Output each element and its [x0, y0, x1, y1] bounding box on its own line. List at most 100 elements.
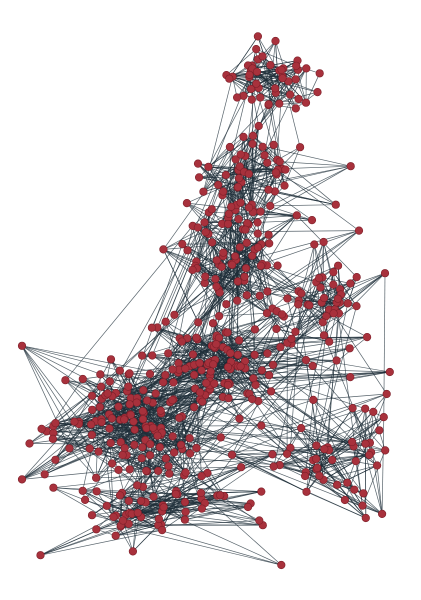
graph-node	[260, 151, 269, 160]
graph-node	[276, 343, 285, 352]
graph-edge	[231, 454, 383, 515]
graph-edge	[257, 36, 276, 89]
graph-node	[118, 450, 127, 460]
graph-node	[280, 181, 289, 190]
graph-node	[188, 265, 197, 275]
graph-edge	[174, 223, 229, 315]
graph-node	[318, 318, 327, 327]
graph-node	[235, 414, 244, 423]
graph-node	[236, 198, 245, 207]
graph-node	[159, 378, 168, 387]
graph-edge	[270, 165, 351, 207]
graph-node	[181, 507, 190, 517]
graph-node	[37, 424, 46, 434]
graph-node	[275, 157, 284, 166]
graph-node	[106, 355, 116, 364]
graph-node	[297, 424, 306, 433]
graph-edge	[266, 162, 360, 231]
graph-edge	[124, 392, 201, 449]
graph-node	[137, 496, 146, 506]
graph-node	[207, 205, 216, 214]
graph-node	[332, 356, 341, 365]
graph-node	[269, 462, 278, 471]
graph-node	[297, 289, 306, 298]
graph-node	[36, 551, 45, 560]
graph-node	[329, 268, 338, 277]
graph-node	[103, 389, 112, 398]
graph-edge	[197, 322, 229, 386]
graph-edge	[275, 172, 336, 206]
graph-edge	[203, 76, 233, 192]
graph-node	[155, 443, 164, 452]
graph-node	[137, 454, 146, 463]
graph-node	[118, 516, 128, 525]
graph-node	[235, 162, 244, 171]
graph-edge	[274, 191, 336, 206]
graph-node	[346, 279, 355, 288]
graph-node	[320, 293, 329, 303]
graph-node	[219, 187, 228, 196]
graph-node	[272, 324, 281, 334]
graph-edge	[243, 171, 313, 221]
graph-node	[369, 407, 378, 417]
graph-node	[291, 104, 300, 113]
graph-node	[234, 174, 244, 183]
graph-node	[258, 52, 267, 61]
graph-edge	[322, 241, 324, 323]
graph-node	[245, 70, 254, 79]
graph-node	[211, 274, 220, 284]
graph-node	[133, 481, 142, 490]
graph-node	[181, 468, 190, 477]
graph-node	[301, 98, 311, 107]
graph-node	[244, 203, 254, 212]
graph-node	[190, 403, 199, 412]
graph-node	[197, 472, 206, 481]
graph-edge	[305, 416, 385, 473]
graph-node	[185, 434, 194, 443]
graph-node	[252, 67, 262, 76]
graph-edge	[362, 450, 386, 506]
graph-node	[236, 150, 245, 159]
graph-node	[254, 121, 263, 131]
graph-node	[148, 423, 158, 432]
graph-node	[256, 93, 265, 102]
graph-edge	[200, 492, 282, 566]
graph-edge	[172, 269, 193, 370]
graph-node	[315, 274, 324, 283]
graph-node	[51, 419, 60, 428]
graph-node	[199, 187, 208, 196]
graph-node	[201, 228, 210, 237]
graph-node	[225, 142, 234, 152]
graph-node	[208, 238, 217, 247]
graph-edge	[128, 458, 167, 502]
graph-node	[78, 486, 87, 495]
graph-node	[234, 215, 243, 224]
graph-node	[243, 502, 253, 512]
graph-node	[168, 432, 177, 441]
graph-node	[275, 99, 284, 108]
graph-node	[307, 216, 317, 225]
graph-node	[86, 420, 96, 429]
graph-node	[361, 439, 370, 448]
graph-node	[147, 323, 156, 332]
graph-edge	[333, 271, 357, 307]
graph-node	[236, 362, 245, 371]
graph-node	[257, 487, 266, 496]
graph-edge	[229, 36, 259, 79]
graph-edge	[129, 466, 274, 470]
graph-node	[17, 341, 27, 350]
graph-node	[292, 211, 301, 220]
graph-node	[242, 238, 251, 247]
graph-node	[271, 84, 280, 93]
graph-edge	[295, 276, 357, 333]
graph-node	[114, 402, 123, 411]
graph-node	[242, 291, 251, 300]
graph-node	[180, 498, 190, 507]
graph-node	[216, 433, 225, 442]
graph-node	[319, 331, 329, 340]
graph-node	[345, 344, 354, 353]
graph-node	[224, 394, 233, 403]
graph-edge	[252, 60, 298, 69]
graph-node	[273, 261, 282, 270]
graph-node	[209, 360, 218, 369]
